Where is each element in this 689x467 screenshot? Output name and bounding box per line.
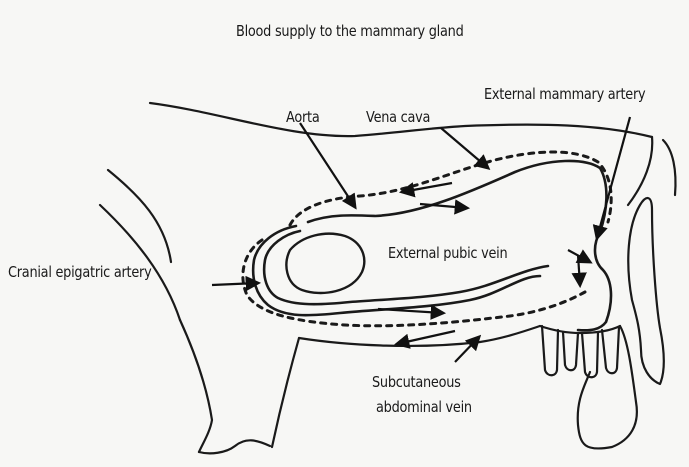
label-cranial-epigastric-artery: Cranial epigatric artery xyxy=(8,263,151,281)
label-vena-cava: Vena cava xyxy=(366,108,430,126)
cow-front-leg-inner xyxy=(272,338,299,447)
subcutaneous-pointer-arrow xyxy=(455,337,479,362)
label-subcutaneous-line2: abdominal vein xyxy=(376,398,472,416)
flow-arrow-vena-cava xyxy=(402,183,452,192)
label-subcutaneous-line1: Subcutaneous xyxy=(372,373,461,391)
aorta-inner-left xyxy=(264,231,548,304)
label-external-pubic-vein: External pubic vein xyxy=(388,244,507,262)
teat-2 xyxy=(563,332,578,370)
label-aorta: Aorta xyxy=(286,108,319,126)
label-external-mammary-artery: External mammary artery xyxy=(484,85,645,103)
flow-arrow-pubic xyxy=(578,255,580,285)
heart-shape xyxy=(286,234,364,293)
vena-cava-pointer-arrow xyxy=(441,128,488,168)
flow-arrow-belly-lower xyxy=(397,331,455,344)
teat-3 xyxy=(582,332,598,377)
cow-hind-leg-outline xyxy=(578,326,637,449)
flow-arrow-belly-upper xyxy=(378,309,443,313)
cow-hind-thigh xyxy=(628,137,652,205)
cow-hind-rear xyxy=(663,140,676,195)
vena-cava-dotted xyxy=(290,152,611,225)
teat-1 xyxy=(542,326,558,375)
cranial-epigastric-pointer-arrow xyxy=(212,283,258,285)
ext-mammary-pointer-arrow xyxy=(597,117,630,238)
teat-4 xyxy=(602,327,619,373)
cow-front-leg-outline xyxy=(180,320,212,452)
page-title: Blood supply to the mammary gland xyxy=(236,22,464,40)
cow-front-hoof xyxy=(199,440,270,453)
cow-belly-outline xyxy=(299,326,540,346)
cow-tail-outline xyxy=(628,198,664,384)
